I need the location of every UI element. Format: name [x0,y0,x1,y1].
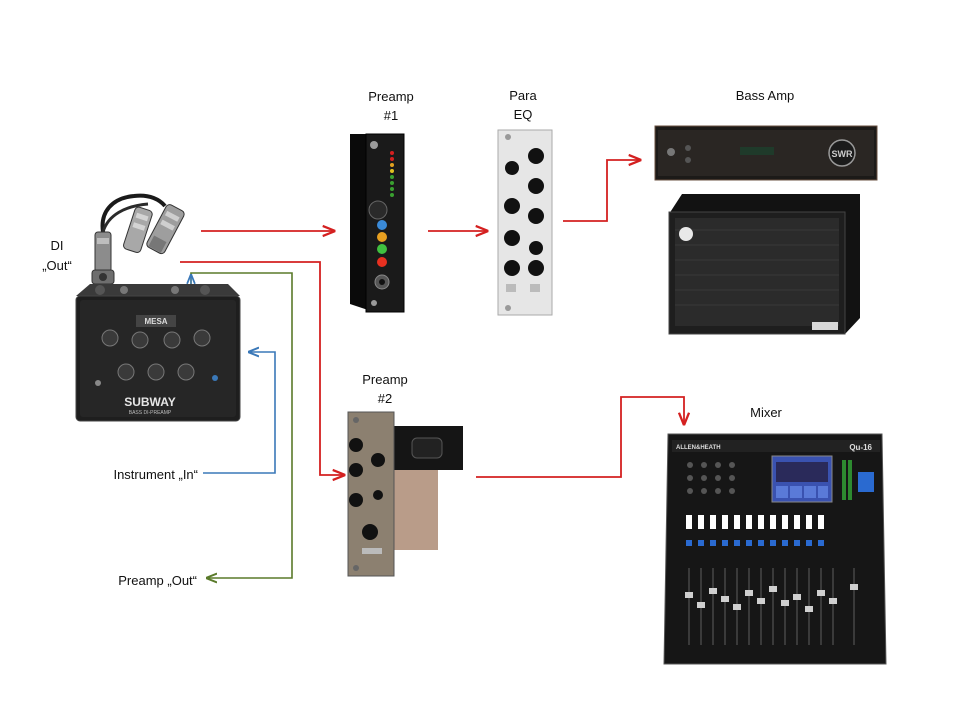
mesa-logo-text: MESA [144,317,167,326]
di-label-line2: „Out“ [42,258,72,273]
bass-amp-label: Bass Amp [736,88,795,103]
arrow-preamp2-to-mixer [476,396,684,478]
mixer-model-text: Qu-16 [849,443,872,452]
preamp2-label-line2: #2 [378,391,392,406]
digital-mixer-icon: ALLEN&HEATH Qu-16 [663,433,887,665]
instrument-in-label: Instrument „In“ [113,467,198,482]
para-eq-label-line1: Para [509,88,537,103]
preamp-out-label: Preamp „Out“ [118,573,197,588]
subway-logo-text: SUBWAY [124,395,176,409]
preamp-module-2-icon [347,411,463,577]
arrow-instrument-in-to-di [203,352,276,474]
para-eq-label-line2: EQ [514,107,533,122]
bass-amp-head-icon: SWR [654,125,878,181]
di-preamp-box-icon: MESA SUBWAY BASS DI-PREAMP [75,284,241,422]
di-label-line1: DI [51,238,64,253]
preamp1-label-line1: Preamp [368,89,414,104]
preamp2-label-line1: Preamp [362,372,408,387]
parametric-eq-module-icon [497,129,553,316]
arrow-eq-to-bass-amp [563,160,640,222]
subway-subtitle-text: BASS DI-PREAMP [129,410,172,416]
preamp-module-icon [350,133,405,313]
preamp1-label-line2: #1 [384,108,398,123]
bass-cabinet-icon [668,194,860,335]
xlr-y-cable-icon [91,193,185,285]
amp-badge-text: SWR [832,149,853,159]
mixer-label: Mixer [750,405,782,420]
arrow-di-to-preamp2 [180,261,344,475]
mixer-brand-text: ALLEN&HEATH [676,445,721,451]
